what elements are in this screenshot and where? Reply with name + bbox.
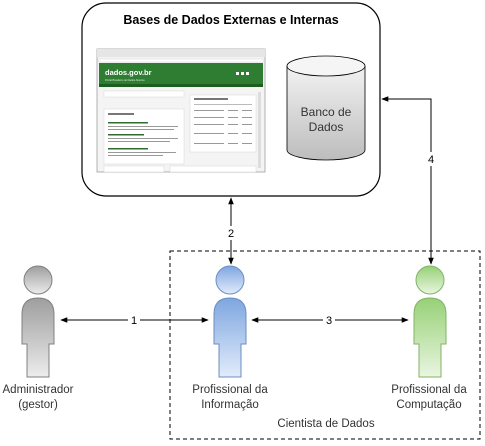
group-label: Cientista de Dados — [277, 418, 374, 430]
computing-professional-person-icon — [413, 265, 447, 378]
actor-information-professional[interactable]: Profissional da Informação — [192, 265, 268, 411]
database-label-line2: Dados — [309, 120, 344, 134]
administrator-label-line2: (gestor) — [18, 399, 58, 411]
information-professional-label-line1: Profissional da — [192, 384, 268, 396]
connector-4-label: 4 — [428, 154, 434, 166]
connector-3-label: 3 — [326, 315, 332, 327]
actor-administrator[interactable]: Administrador (gestor) — [3, 265, 74, 411]
connector-1-label: 1 — [131, 315, 137, 327]
container-title: Bases de Dados Externas e Internas — [123, 13, 338, 27]
dados-gov-screenshot: dados.gov.br Portal Brasileiro de Dados … — [96, 48, 266, 173]
database-cylinder[interactable]: Banco de Dados — [286, 55, 366, 161]
connector-1[interactable]: 1 — [60, 313, 209, 327]
data-scientist-group[interactable]: Cientista de Dados — [169, 250, 481, 440]
administrator-label-line1: Administrador — [3, 384, 74, 396]
site-title: dados.gov.br — [105, 68, 152, 77]
connector-4[interactable]: 4 — [381, 96, 438, 265]
site-subtitle: Portal Brasileiro de Dados Abertos — [105, 78, 145, 82]
site-header-banner — [99, 63, 263, 84]
connector-2-label: 2 — [228, 228, 234, 240]
computing-professional-label-line2: Computação — [396, 399, 461, 411]
information-professional-label-line2: Informação — [201, 399, 259, 411]
actor-computing-professional[interactable]: Profissional da Computação — [391, 265, 467, 411]
database-label-line1: Banco de — [301, 105, 352, 119]
administrator-person-icon — [21, 265, 55, 378]
connector-2[interactable]: 2 — [224, 197, 238, 265]
connector-3[interactable]: 3 — [251, 313, 409, 327]
computing-professional-label-line1: Profissional da — [391, 384, 467, 396]
information-professional-person-icon — [213, 265, 247, 378]
